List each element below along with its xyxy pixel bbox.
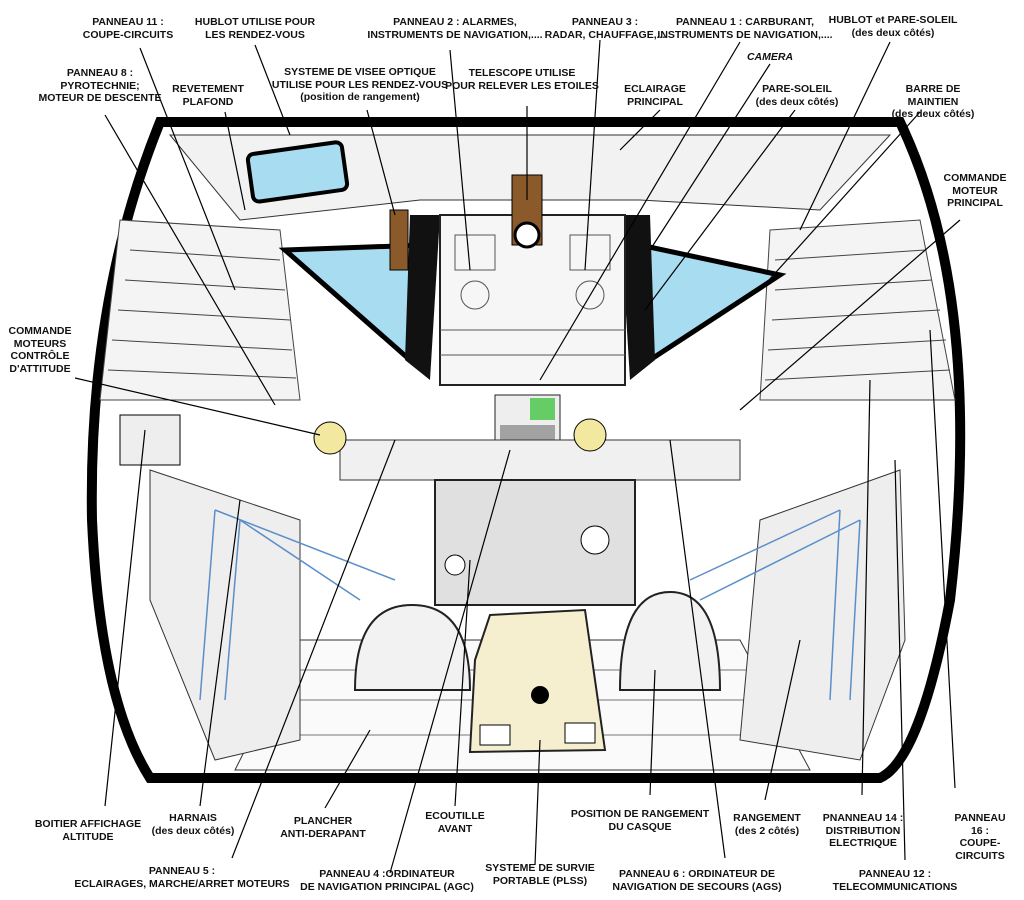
label-revetement: REVETEMENT PLAFOND [172,83,244,108]
label-pare-soleil: PARE-SOLEIL (des deux côtés) [755,83,839,108]
label-plss: SYSTEME DE SURVIE PORTABLE (PLSS) [485,862,595,887]
label-panneau-8: PANNEAU 8 : PYROTECHNIE; MOTEUR DE DESCE… [38,67,162,104]
label-panneau-4: PANNEAU 4 :ORDINATEUR DE NAVIGATION PRIN… [300,868,474,893]
label-panneau-11: PANNEAU 11 : COUPE-CIRCUITS [82,16,174,41]
label-hublot-pare-soleil: HUBLOT et PARE-SOLEIL (des deux côtés) [828,14,958,39]
label-rangement-casque: POSITION DE RANGEMENT DU CASQUE [570,808,710,833]
label-camera: CAMERA [746,51,794,63]
attitude-ball-left [313,421,347,455]
rendezvous-window [245,140,350,204]
label-plancher: PLANCHER ANTI-DERAPANT [280,815,366,840]
right-panels [759,219,956,401]
label-hublot-rendezvous: HUBLOT UTILISE POUR LES RENDEZ-VOUS [194,16,316,41]
label-systeme-visee: SYSTEME DE VISEE OPTIQUE UTILISE POUR LE… [271,66,449,103]
label-ecoutille: ECOUTILLE AVANT [425,810,485,835]
left-panels [99,219,301,401]
label-panneau-6: PANNEAU 6 : ORDINATEUR DE NAVIGATION DE … [612,868,782,893]
label-panneau-1: PANNEAU 1 : CARBURANT, INSTRUMENTS DE NA… [657,16,833,41]
label-harnais: HARNAIS (des deux côtés) [151,812,235,837]
label-panneau-14: PNANNEAU 14 : DISTRIBUTION ELECTRIQUE [822,812,904,849]
label-eclairage: ECLAIRAGE PRINCIPAL [624,83,686,108]
helmet-right [618,590,722,691]
label-rangement: RANGEMENT (des 2 côtés) [733,812,801,837]
label-barre-maintien: BARRE DE MAINTIEN (des deux côtés) [891,83,975,120]
leader-lines [74,39,961,874]
label-commande-attitude: COMMANDE MOTEURS CONTRÔLE D'ATTITUDE [8,325,72,375]
optical-sight [389,209,409,271]
label-panneau-12: PANNEAU 12 : TELECOMMUNICATIONS [832,868,958,893]
label-telescope: TELESCOPE UTILISE POUR RELEVER LES ETOIL… [445,67,599,92]
label-panneau-2: PANNEAU 2 : ALARMES, INSTRUMENTS DE NAVI… [367,16,543,41]
harness-cables [199,509,861,701]
plss [468,608,607,754]
label-commande-moteur-principal: COMMANDE MOTEUR PRINCIPAL [943,172,1007,209]
label-panneau-16: PANNEAU 16 : COUPE-CIRCUITS [954,812,1006,862]
label-panneau-3: PANNEAU 3 : RADAR, CHAUFFAGE,... [544,16,666,41]
helmet-left [353,603,472,691]
label-panneau-5: PANNEAU 5 : ECLAIRAGES, MARCHE/ARRET MOT… [74,865,290,890]
attitude-ball-right [573,418,607,452]
altitude-box [119,414,181,466]
label-boitier-altitude: BOITIER AFFICHAGE ALTITUDE [34,818,142,843]
